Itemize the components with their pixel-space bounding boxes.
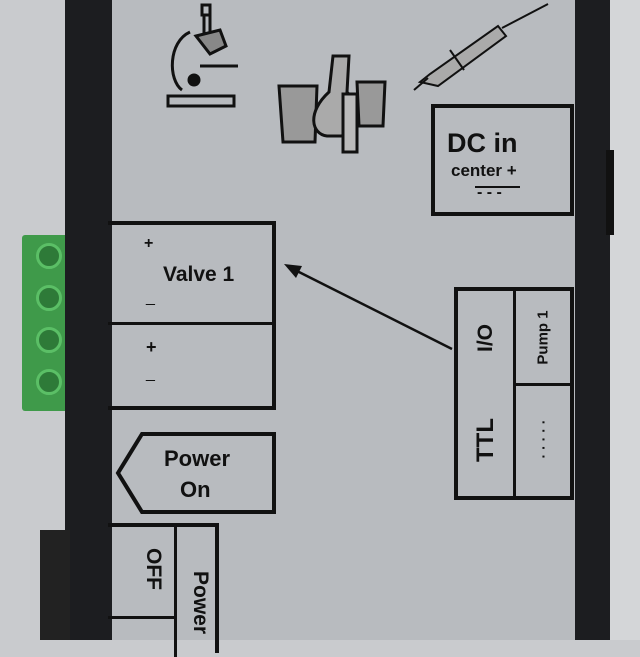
- pointer-arrow: [284, 264, 453, 351]
- valve-plus-1: +: [144, 235, 154, 252]
- dc-in-title: DC in: [447, 128, 518, 158]
- off-label: OFF: [142, 548, 165, 590]
- dc-symbol-line: [475, 186, 520, 188]
- power-switch-label: Power: [189, 571, 212, 635]
- power-on-line2: On: [180, 477, 211, 502]
- valve-minus-2: _: [146, 365, 155, 382]
- screw-icon: [36, 243, 62, 269]
- pump-label: Pump 1: [534, 310, 552, 365]
- microscope-icon: [166, 3, 238, 108]
- dc-in-box: DC in center + - - -: [431, 104, 574, 216]
- pump-divider-v: [513, 291, 516, 500]
- power-on-arrow-box: [115, 432, 276, 514]
- side-port: [606, 150, 614, 235]
- dc-in-polarity: center +: [451, 161, 517, 180]
- switch-divider-h: [108, 616, 174, 619]
- valve-plus-2: +: [146, 337, 157, 357]
- background-wall: [608, 0, 640, 640]
- pump-dots: · · · · ·: [535, 419, 551, 459]
- screw-icon: [36, 327, 62, 353]
- valve-label: Valve 1: [163, 263, 235, 286]
- lab-glassware-icon: [277, 54, 387, 154]
- screw-icon: [36, 285, 62, 311]
- valve-minus-1: _: [146, 289, 155, 306]
- io-label: I/O: [474, 324, 497, 353]
- power-on-line1: Power: [164, 446, 231, 471]
- terminal-block: [22, 235, 68, 411]
- pump-divider-h: [513, 383, 574, 386]
- ttl-label: TTL: [472, 418, 499, 462]
- screw-icon: [36, 369, 62, 395]
- dc-symbol: - - -: [477, 184, 502, 201]
- pump-box: I/O TTL Pump 1 · · · · ·: [454, 287, 574, 500]
- switch-divider-v: [174, 527, 177, 657]
- syringe-icon: [413, 3, 549, 91]
- device-frame-left: [65, 0, 113, 640]
- device-frame-right: [574, 0, 610, 640]
- valve-divider: [108, 322, 272, 325]
- power-switch-box: OFF Power: [108, 523, 219, 657]
- valve-box: + Valve 1 _ + _: [108, 221, 276, 410]
- side-switch: [40, 530, 70, 640]
